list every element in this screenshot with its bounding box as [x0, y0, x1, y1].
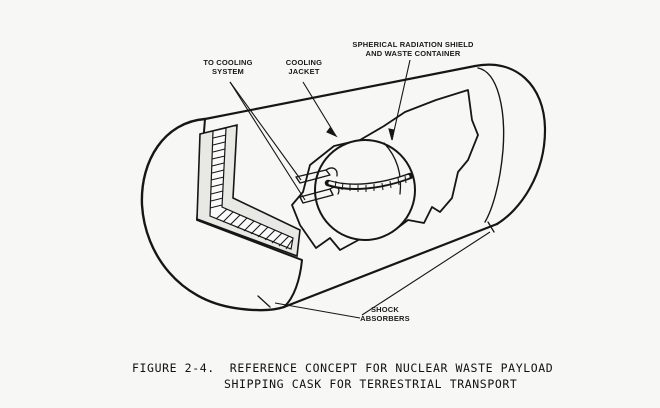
cask-front-end [140, 117, 303, 312]
label-to-cooling-system: TO COOLING SYSTEM [203, 58, 253, 76]
figure-caption-line-1: FIGURE 2-4. REFERENCE CONCEPT FOR NUCLEA… [132, 361, 554, 375]
cooling-jacket-band [324, 172, 414, 192]
figure-caption-line-2: SHIPPING CASK FOR TERRESTRIAL TRANSPORT [224, 377, 518, 391]
label-shock-absorbers: SHOCK ABSORBERS [360, 305, 410, 323]
cask-cylinder [203, 63, 547, 309]
shock-absorber-marks [257, 221, 495, 308]
leader-lines [229, 59, 491, 319]
shield-wall-section [196, 123, 301, 258]
label-spherical-shield: SPHERICAL RADIATION SHIELD AND WASTE CON… [352, 40, 474, 58]
label-cooling-jacket: COOLING JACKET [285, 58, 323, 76]
cutaway-opening [291, 89, 479, 251]
cooling-pipes [295, 167, 340, 204]
spherical-container [314, 139, 416, 241]
